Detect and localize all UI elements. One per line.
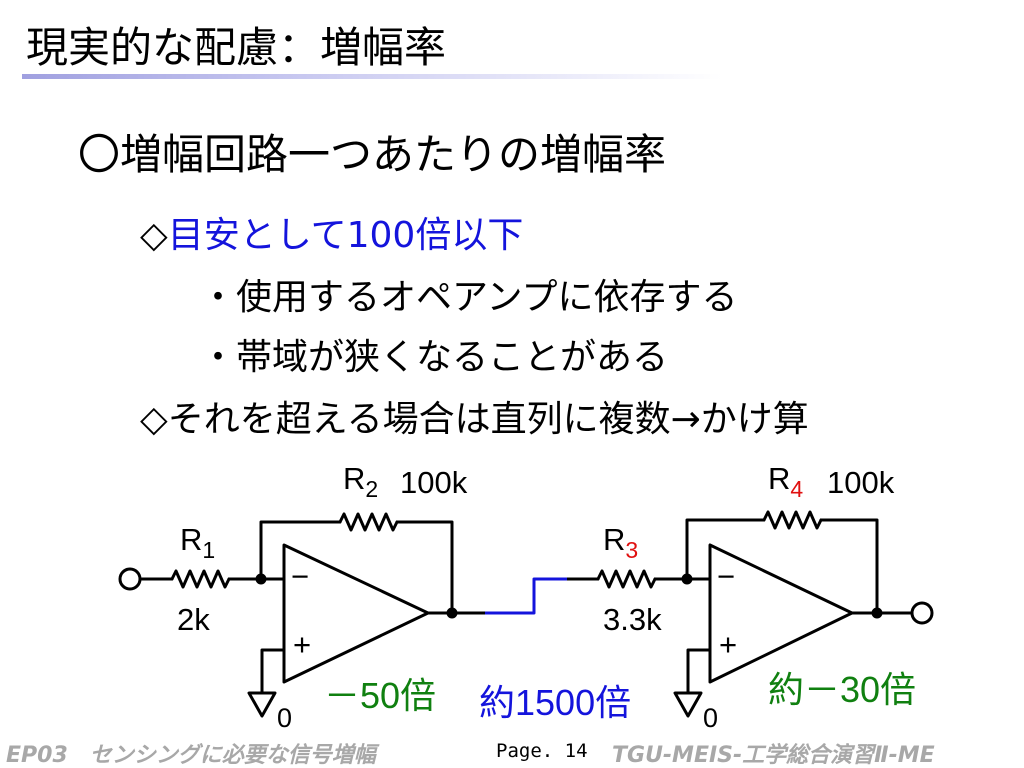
- node-dot: [446, 607, 458, 619]
- output-terminal: [910, 601, 934, 625]
- opamp-2-ground-wire: [686, 648, 712, 695]
- main-heading: 〇増幅回路一つあたりの増幅率: [78, 130, 667, 179]
- inter-stage-link: [485, 577, 567, 615]
- feedback-left-wire: [259, 520, 342, 581]
- r4-value: 100k: [827, 465, 895, 500]
- opamp-1-plus: +: [293, 627, 312, 662]
- r1-label: R1: [180, 522, 216, 564]
- opamp-1-minus: −: [291, 559, 310, 594]
- opamp-2-minus: −: [717, 559, 736, 594]
- bullet-guideline-text: 目安として100倍以下: [167, 215, 524, 256]
- stage1-gain: －50倍: [324, 675, 437, 716]
- feedback-right-wire: [395, 520, 454, 615]
- ground-1-label: 0: [277, 703, 293, 733]
- opamp-2-triangle: [708, 543, 854, 684]
- node-dot: [871, 607, 883, 619]
- r2-value: 100k: [400, 465, 468, 500]
- diamond-marker-icon: ◇: [140, 399, 168, 440]
- bullet-cascade: ◇それを超える場合は直列に複数→かけ算: [140, 398, 809, 442]
- feedback-left-wire: [685, 518, 766, 581]
- footer-page-number: Page. 14: [496, 740, 588, 762]
- input-terminal: [118, 567, 142, 591]
- diamond-marker-icon: ◇: [140, 215, 168, 256]
- ground-2-icon: [673, 691, 703, 718]
- bullet-cascade-text: それを超える場合は直列に複数→かけ算: [167, 399, 809, 440]
- ground-2-label: 0: [703, 703, 719, 733]
- r3-label: R3: [603, 522, 639, 564]
- stage2-gain: 約－30倍: [768, 669, 917, 710]
- opamp-2-plus: +: [719, 627, 738, 662]
- bullet-guideline: ◇目安として100倍以下: [140, 214, 523, 258]
- slide-title: 現実的な配慮：増幅率: [26, 23, 447, 72]
- resistor-r1: [170, 569, 231, 589]
- sub-bullet-bandwidth: ・帯域が狭くなることがある: [200, 337, 669, 378]
- r1-value: 2k: [177, 602, 210, 637]
- resistor-r3: [596, 569, 657, 589]
- sub-bullet-opamp: ・使用するオペアンプに依存する: [200, 277, 738, 318]
- footer-course-title: EP03 センシングに必要な信号増幅: [6, 743, 376, 768]
- opamp-1-triangle: [282, 543, 430, 684]
- total-gain: 約1500倍: [479, 682, 632, 723]
- footer-course-code: TGU-MEIS-工学総合演習Ⅱ-ME: [612, 743, 935, 768]
- title-underline: [22, 74, 722, 79]
- opamp-1-ground-wire: [260, 648, 286, 695]
- r4-label: R4: [768, 461, 804, 503]
- r2-label: R2: [343, 461, 379, 503]
- resistor-r4: [762, 510, 823, 530]
- ground-1-icon: [247, 691, 277, 718]
- resistor-r2: [338, 512, 399, 532]
- r3-value: 3.3k: [603, 602, 662, 637]
- feedback-right-wire: [819, 518, 879, 615]
